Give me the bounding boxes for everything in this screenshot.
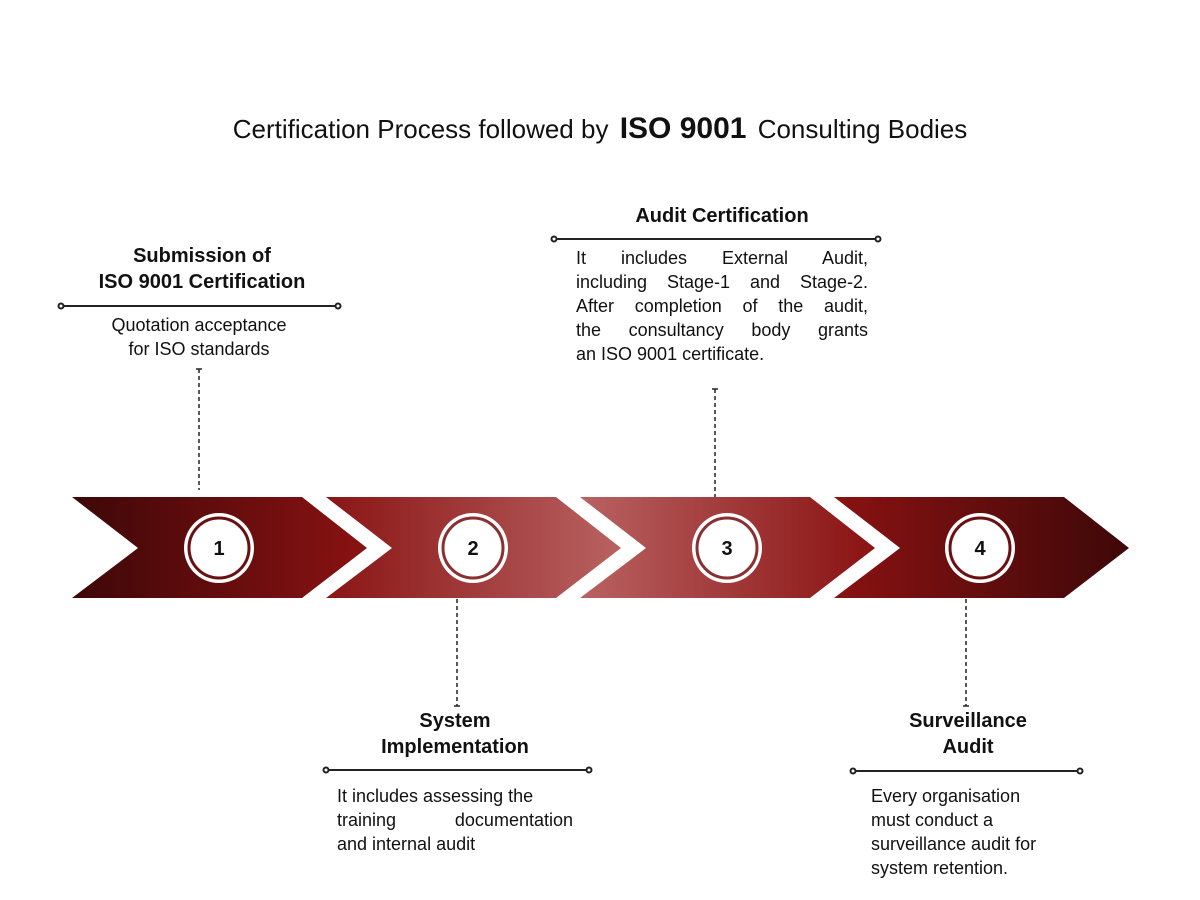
step-4-badge [945,513,1015,583]
step-4-heading: Surveillance Audit [818,708,1118,760]
step-4-description: Every organisation must conduct a survei… [871,784,1091,880]
description-line: system retention. [871,858,1009,878]
heading-line: Audit [942,736,994,758]
step-2-heading: System Implementation [305,708,605,760]
description-line: an ISO 9001 certificate. [576,344,765,364]
description-line: Every organisation [871,786,1021,806]
step-1-heading: Submission of ISO 9001 Certification [62,243,342,295]
description-line: the consultancy body grants [576,320,868,340]
divider-lines [57,235,1084,775]
description-line: After completion of the audit, [576,296,868,316]
title-emphasis: ISO 9001 [619,112,747,145]
description-line: It includes External Audit, [576,248,868,268]
description-line: and internal audit [337,834,476,854]
step-3-description: It includes External Audit, including St… [576,246,868,366]
heading-line: Submission of [133,245,271,267]
step-3-badge [692,513,762,583]
step-number: 3 [721,538,732,560]
heading-line: Surveillance [909,710,1027,732]
step-3-heading: Audit Certification [572,203,872,229]
description-line: surveillance audit for [871,834,1037,854]
description-line: including Stage-1 and Stage-2. [576,272,868,292]
step-1-description: Quotation acceptance for ISO standards [60,313,338,361]
step-2-description: It includes assessing the training docum… [337,784,573,856]
title-suffix: Consulting Bodies [757,114,968,144]
step-number: 4 [974,538,986,560]
heading-line: Implementation [381,736,529,758]
description-line: Quotation acceptance [111,315,287,335]
heading-line: ISO 9001 Certification [98,271,306,293]
description-line: It includes assessing the [337,786,534,806]
connector-caps [196,368,969,707]
description-line: must conduct a [871,810,994,830]
heading-line: System [419,710,491,732]
description-line: for ISO standards [128,339,270,359]
step-number: 2 [467,538,478,560]
step-number: 1 [213,538,224,560]
title-prefix: Certification Process followed by [232,114,609,144]
description-line: training documentation [337,810,573,830]
connectors [198,369,967,706]
diagram-title: Certification Process followed by ISO 90… [0,112,1200,146]
step-1-badge [184,513,254,583]
heading-line: Audit Certification [635,205,809,227]
step-2-badge [438,513,508,583]
